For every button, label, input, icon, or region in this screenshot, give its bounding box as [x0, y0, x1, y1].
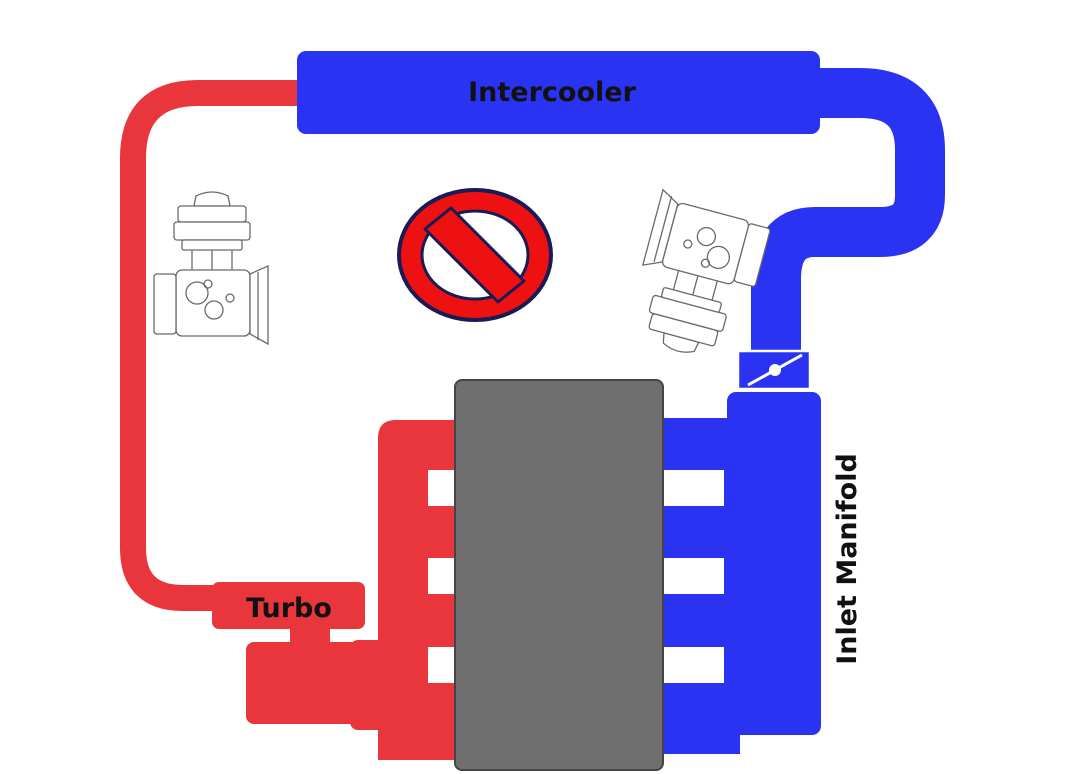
exhaust-manifold	[350, 420, 462, 760]
turbo-housing	[246, 642, 364, 724]
intercooler-label: Intercooler	[468, 77, 636, 108]
intercooler-core	[297, 51, 820, 134]
turbo-body	[212, 582, 365, 629]
blow-off-valve-icon	[153, 191, 269, 346]
engine-block	[454, 379, 664, 771]
turbo	[212, 582, 365, 724]
throttle-butterfly-icon	[736, 349, 812, 391]
hot-side-piping	[120, 80, 462, 760]
cold-side-piping	[297, 51, 945, 754]
inlet-manifold-label: Inlet Manifold	[832, 453, 863, 665]
inlet-manifold-plenum	[727, 392, 821, 735]
intercooler-to-throttle-pipe	[751, 68, 945, 360]
turbo-to-intercooler-pipe	[120, 80, 300, 611]
prohibited-sign-icon	[397, 188, 553, 322]
blow-off-valve-icon	[641, 188, 771, 353]
intake-runners	[660, 418, 740, 754]
turbo-label: Turbo	[246, 593, 332, 624]
